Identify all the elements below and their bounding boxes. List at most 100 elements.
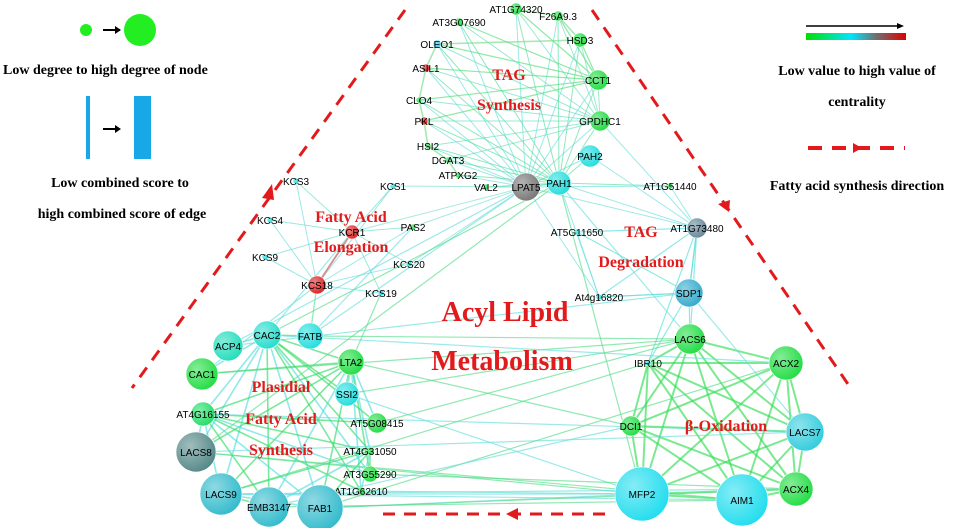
- edge-GPDHC1-OLEO1: [436, 43, 601, 122]
- node-ACP4[interactable]: ACP4: [212, 330, 244, 362]
- edge-CCT1-AT3G07690: [458, 21, 599, 81]
- node-KCS9[interactable]: KCS9: [252, 253, 279, 264]
- node-AT5G11650[interactable]: AT5G11650: [551, 228, 604, 239]
- node-label: SSI2: [336, 390, 358, 401]
- node-ASIL1[interactable]: ASIL1: [412, 63, 440, 75]
- edge-ACP4-LPAT5: [227, 186, 527, 347]
- edge-PAH1-CCT1: [558, 79, 599, 184]
- node-DCI1[interactable]: DCI1: [620, 415, 643, 437]
- node-shade: [596, 294, 602, 300]
- node-label: LTA2: [340, 358, 363, 369]
- node-label: AT4G31050: [343, 447, 397, 458]
- node-label: CAC2: [254, 331, 281, 342]
- node-AT1G51440[interactable]: AT1G51440: [643, 182, 697, 193]
- node-EMB3147[interactable]: EMB3147: [247, 486, 291, 528]
- legend-direction-text: Fatty acid synthesis direction: [770, 179, 945, 194]
- node-KCS3[interactable]: KCS3: [283, 177, 310, 188]
- region-labels: TAG Synthesis Fatty Acid Elongation TAG …: [245, 67, 767, 459]
- node-KCS4[interactable]: KCS4: [257, 216, 284, 227]
- edge-KCS18-KCS9: [264, 256, 318, 286]
- node-shade: [779, 472, 813, 506]
- node-LACS8[interactable]: LACS8: [175, 431, 217, 473]
- node-KCS20[interactable]: KCS20: [393, 260, 425, 271]
- edge-KCR1-KCS20: [351, 231, 410, 265]
- node-AT1G62610[interactable]: AT1G62610: [334, 486, 388, 498]
- node-KCS19[interactable]: KCS19: [365, 289, 397, 300]
- node-AIM1[interactable]: AIM1: [715, 473, 769, 527]
- edge-SSI2-MFP2: [346, 393, 643, 495]
- edge-PAH1-ASIL1: [425, 67, 560, 184]
- legend-left: Low degree to high degree of node Low co…: [3, 14, 208, 222]
- node-shade: [621, 416, 641, 436]
- node-OLEO1[interactable]: OLEO1: [420, 39, 454, 51]
- node-ACX2[interactable]: ACX2: [768, 345, 804, 381]
- node-LTA2[interactable]: LTA2: [337, 348, 365, 376]
- node-CLO4[interactable]: CLO4: [406, 96, 433, 107]
- edge-LACS7-LACS6: [689, 338, 806, 433]
- node-KCS1[interactable]: KCS1: [380, 182, 407, 193]
- node-shade: [420, 117, 428, 125]
- node-At4g16820[interactable]: At4g16820: [575, 293, 624, 304]
- node-SDP1[interactable]: SDP1: [674, 278, 704, 308]
- node-AT1G73480[interactable]: AT1G73480: [670, 217, 724, 239]
- node-shade: [378, 290, 384, 296]
- node-FATB[interactable]: FATB: [296, 322, 324, 350]
- node-AT5G08415[interactable]: AT5G08415: [350, 412, 404, 434]
- node-shade: [357, 487, 365, 495]
- edge-KCS18-PAS2: [316, 226, 414, 286]
- node-shade: [675, 279, 703, 307]
- edge-FAB1-ACX4: [319, 488, 797, 509]
- node-KCR1[interactable]: KCR1: [339, 224, 366, 240]
- node-ACX4[interactable]: ACX4: [778, 471, 814, 507]
- node-CAC1[interactable]: CAC1: [185, 357, 219, 391]
- edge-GPDHC1-AT3G07690: [458, 21, 601, 122]
- edge-CCT1-OLEO1: [436, 43, 599, 81]
- node-PAH1[interactable]: PAH1: [546, 170, 572, 196]
- edge-FATB-LACS6: [309, 335, 691, 340]
- node-AT4G31050[interactable]: AT4G31050: [343, 446, 397, 458]
- node-LPAT5[interactable]: LPAT5: [511, 172, 541, 202]
- node-SSI2[interactable]: SSI2: [334, 381, 360, 407]
- title-metabolism: Metabolism: [431, 346, 573, 377]
- edge-CAC2-AT4G16155: [202, 334, 268, 415]
- node-KCS18[interactable]: KCS18: [301, 275, 333, 295]
- node-shade: [573, 33, 587, 47]
- node-shade: [345, 225, 359, 239]
- node-HSI2[interactable]: HSI2: [417, 142, 440, 153]
- node-DGAT3[interactable]: DGAT3: [432, 156, 465, 167]
- node-CAC2[interactable]: CAC2: [252, 320, 282, 350]
- region-tag-synthesis-line2: Synthesis: [477, 97, 541, 114]
- node-AT1G74320[interactable]: AT1G74320: [489, 2, 543, 16]
- node-LACS9[interactable]: LACS9: [199, 472, 243, 516]
- node-PAH2[interactable]: PAH2: [577, 144, 603, 168]
- node-IBR10[interactable]: IBR10: [634, 359, 662, 370]
- node-ATPXG2[interactable]: ATPXG2: [439, 171, 478, 182]
- node-GPDHC1[interactable]: GPDHC1: [579, 110, 621, 132]
- node-PAS2[interactable]: PAS2: [401, 223, 426, 234]
- node-shade: [362, 466, 378, 482]
- node-FAB1[interactable]: FAB1: [296, 484, 344, 528]
- node-MFP2[interactable]: MFP2: [614, 466, 670, 522]
- node-shade: [367, 413, 387, 433]
- node-CCT1[interactable]: CCT1: [585, 69, 612, 91]
- node-label: KCS18: [301, 281, 333, 292]
- node-label: PAH2: [577, 152, 603, 163]
- edge-PAH1-ATPXG2: [457, 174, 560, 184]
- node-AT4G16155[interactable]: AT4G16155: [176, 401, 230, 427]
- node-label: ATPXG2: [439, 171, 478, 182]
- node-F26A9.3[interactable]: F26A9.3: [539, 10, 577, 23]
- node-label: DGAT3: [432, 156, 465, 167]
- node-LACS7[interactable]: LACS7: [785, 412, 825, 452]
- edge-PAH1-AT1G51440: [558, 182, 671, 187]
- node-LACS6[interactable]: LACS6: [674, 323, 706, 355]
- legend-centrality-gradient-bar: [806, 33, 906, 40]
- edge-CAC2-ACX2: [266, 334, 787, 364]
- node-HSD3[interactable]: HSD3: [567, 32, 594, 48]
- edge-HSI2-DGAT3: [427, 145, 449, 161]
- node-label: CAC1: [189, 370, 216, 381]
- node-PKL[interactable]: PKL: [415, 116, 434, 128]
- node-VAL2[interactable]: VAL2: [474, 183, 498, 194]
- node-AT3G07690[interactable]: AT3G07690: [432, 17, 486, 29]
- node-AT3G55290[interactable]: AT3G55290: [343, 465, 397, 483]
